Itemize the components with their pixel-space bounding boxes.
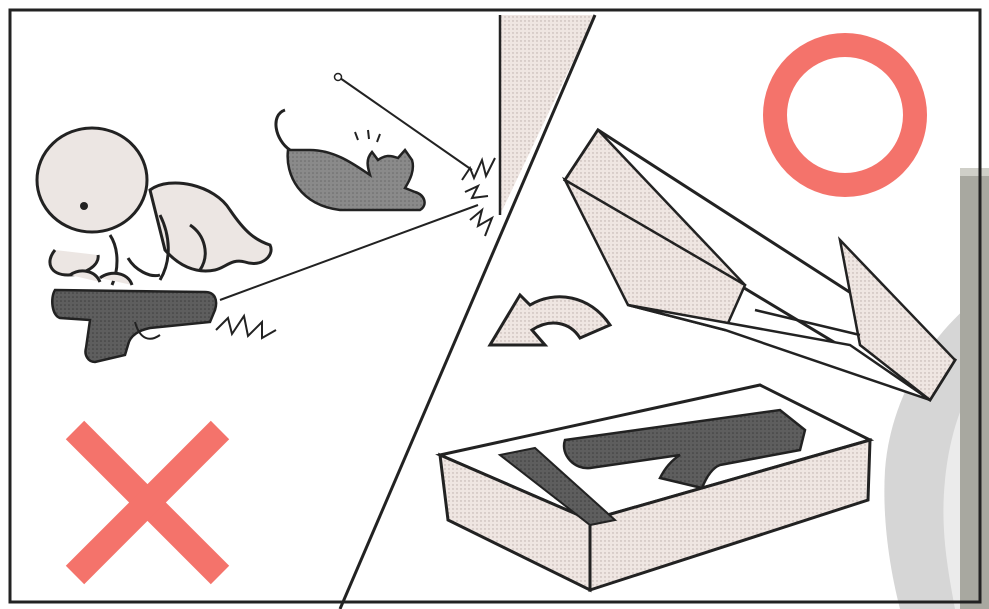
ricochet-point <box>335 74 342 81</box>
frame-shadow <box>960 168 989 176</box>
frame-shadow <box>960 168 989 609</box>
